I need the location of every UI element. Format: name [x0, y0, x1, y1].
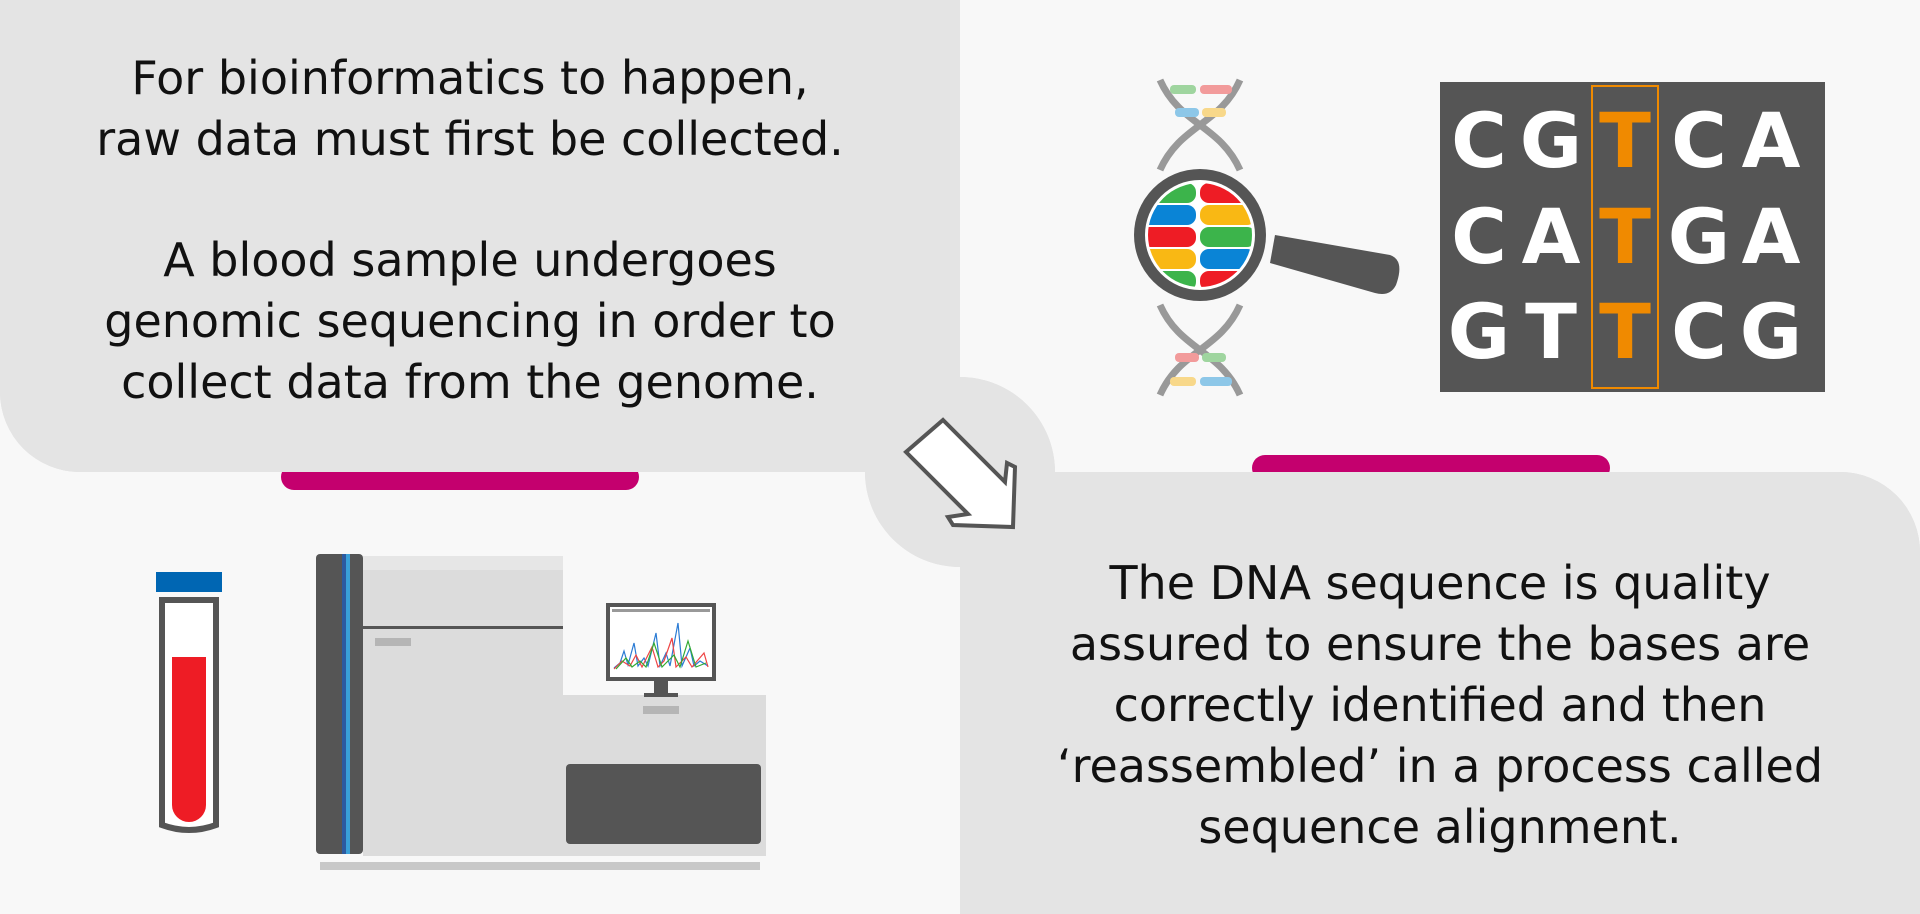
down-right-arrow-icon — [903, 417, 1018, 530]
sequence-base-letter: T — [1525, 287, 1577, 376]
intro-text: For bioinformatics to happen, raw data m… — [96, 51, 844, 166]
sequence-base-letter: G — [1519, 96, 1583, 185]
sequence-base-letter: A — [1741, 96, 1801, 185]
sequence-base-letter: C — [1671, 96, 1727, 185]
dna-magnifying-glass-icon — [1134, 78, 1400, 397]
genome-sequencer-machine-icon — [316, 554, 766, 870]
sequence-base-letter: G — [1447, 287, 1511, 376]
sequence-base-letter: C — [1451, 192, 1507, 281]
sequence-base-letter: G — [1667, 192, 1731, 281]
sequence-highlight-column — [1591, 85, 1659, 389]
sequence-base-letter: T — [1599, 96, 1651, 185]
accent-bar-left — [281, 464, 639, 490]
sequence-base-letter: C — [1451, 96, 1507, 185]
chromatogram-monitor-icon — [606, 603, 716, 697]
sequence-base-letter: A — [1741, 192, 1801, 281]
sequence-base-letter: T — [1599, 287, 1651, 376]
sequence-base-letter: G — [1739, 287, 1803, 376]
sequence-base-letter: T — [1599, 192, 1651, 281]
sampling-text: A blood sample undergoes genomic sequenc… — [104, 233, 836, 409]
sequence-grid — [1440, 82, 1825, 392]
blood-sample-tube-icon — [156, 572, 222, 833]
sequence-base-letter: C — [1671, 287, 1727, 376]
accent-bar-right — [1252, 455, 1610, 481]
alignment-text: The DNA sequence is quality assured to e… — [1056, 556, 1824, 854]
sequence-base-letter: A — [1521, 192, 1581, 281]
